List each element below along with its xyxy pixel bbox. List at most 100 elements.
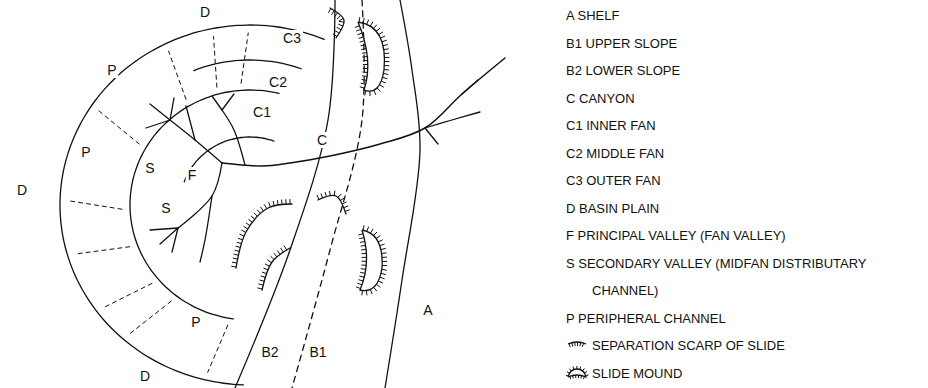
hachure-tick [358,280,363,281]
slide-mound [358,22,384,91]
region-label: C [315,132,329,148]
hachure-tick [362,257,367,258]
secondary-valley [170,120,222,163]
legend-entry: A SHELF [566,2,916,30]
hachure-tick [360,41,365,42]
hachure-tick [239,234,244,236]
hachure-tick [576,366,577,369]
hachure-tick [355,26,360,28]
hachure-tick [246,223,250,226]
hachure-tick [381,273,386,274]
hachure-tick [383,73,388,74]
hachure-tick [379,32,383,35]
region-label: C1 [251,104,273,120]
distributary-finger [146,120,170,128]
hachure-tick [362,75,367,77]
peripheral-channel [169,51,186,99]
hachure-tick [235,250,240,251]
legend-entry: F PRINCIPAL VALLEY (FAN VALLEY) [566,222,916,250]
legend-entry: B2 LOWER SLOPE [566,57,916,85]
hachure-tick [578,375,579,378]
hachure-tick [382,257,387,258]
hachure-tick [325,192,326,197]
legend-text: C1 INNER FAN [566,112,656,140]
hachure-tick [269,202,271,207]
hachure-tick [317,195,319,200]
hachure-tick [244,226,248,229]
region-label: P [189,314,202,330]
hachure-tick [321,193,323,198]
hachure-tick [382,261,387,262]
hachure-tick [570,376,571,379]
hachure-tick [357,283,362,285]
hachure-tick [376,28,380,31]
hachure-tick [370,22,373,26]
hachure-ticks [317,191,350,212]
distributary-finger [172,228,178,252]
hachure-tick [582,343,583,347]
hachure-tick [233,258,238,259]
legend-entry: D BASIN PLAIN [566,195,916,223]
hachure-tick [267,260,271,263]
middle-fan-boundary [130,90,279,319]
region-label: S [159,200,172,216]
hachure-tick [340,198,344,201]
hachure-tick [361,264,366,265]
hachure-tick [579,366,581,369]
canyon-tributary [425,128,438,144]
hachure-tick [362,56,367,58]
hachure-tick [572,375,574,378]
legend-text: B2 LOWER SLOPE [566,57,680,85]
hachure-tick [583,376,584,379]
hachure-tick [584,371,587,373]
legend-text: S SECONDARY VALLEY (MIDFAN DISTRIBUTARY … [566,250,916,305]
region-label: D [138,368,152,384]
hachure-tick [271,256,275,260]
hachure-tick [259,280,264,281]
hachure-tick [274,253,277,257]
hachure-tick [236,246,241,247]
hachure-tick [382,269,387,271]
region-label: D [15,182,29,198]
hachure-ticks [566,366,589,379]
legend-text: A SHELF [566,2,634,30]
hachure-tick [361,245,366,247]
hachure-tick [361,249,366,251]
hachure-tick [374,287,377,291]
peripheral-channel [130,301,172,334]
distributary-finger [170,98,174,120]
hachure-tick [345,210,350,212]
hachure-tick [569,368,571,370]
hachure-tick [361,290,363,295]
hachure-tick [328,8,331,12]
distributary-finger [150,104,170,120]
hachure-tick [573,366,575,369]
legend-text: D BASIN PLAIN [566,195,659,223]
shelf-edge [385,0,420,388]
hachure-tick [232,262,237,264]
hachure-tick [273,201,274,206]
hachure-tick [381,36,386,38]
region-label: B1 [307,344,328,360]
hachure-tick [575,375,576,378]
hachure-tick [359,37,364,38]
hachure-tick [361,253,366,254]
legend-entry: P PERIPHERAL CHANNEL [566,305,916,333]
hachure-tick [231,266,236,268]
hachure-tick [362,79,367,81]
hachure-tick [258,284,263,285]
hachure-tick [237,242,242,243]
hachure-tick [284,246,287,250]
outer-middle-boundary [194,60,301,71]
hachure-tick [339,21,344,23]
fan-drawing [60,0,505,388]
hachure-tick [339,18,343,21]
peripheral-channel [208,325,228,372]
hachure-tick [363,72,368,73]
hachure-tick [379,85,383,88]
region-label: A [421,302,434,318]
hachure-tick [574,342,575,346]
hachure-tick [571,343,573,347]
